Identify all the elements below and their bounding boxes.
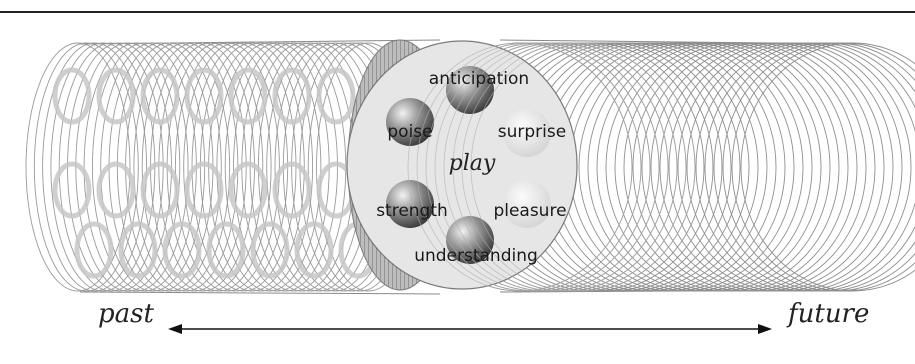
future-ring bbox=[740, 42, 915, 292]
future-ring bbox=[551, 42, 777, 292]
future-ring bbox=[722, 42, 915, 292]
past-coil-loops bbox=[52, 67, 378, 279]
coil-loop bbox=[162, 221, 202, 279]
label-surprise: surprise bbox=[498, 122, 566, 142]
past-ring bbox=[216, 42, 322, 292]
coil-loop bbox=[184, 161, 224, 219]
future-ring bbox=[560, 42, 786, 292]
anticipation-ball bbox=[446, 66, 494, 114]
future-ring bbox=[587, 42, 813, 292]
coil-loop bbox=[52, 67, 92, 125]
coil-loop bbox=[316, 67, 356, 125]
coil-loop bbox=[272, 161, 312, 219]
coil-loop bbox=[140, 67, 180, 125]
future-ring bbox=[668, 42, 894, 292]
coil-loop bbox=[228, 67, 268, 125]
past-ring bbox=[83, 42, 189, 292]
label-future: future bbox=[786, 299, 869, 329]
surprise-ball bbox=[503, 109, 551, 157]
strength-ball bbox=[386, 180, 434, 228]
past-ring bbox=[33, 42, 139, 292]
future-ring bbox=[650, 42, 876, 292]
future-ring bbox=[686, 42, 912, 292]
coil-loop bbox=[184, 67, 224, 125]
coil-loop bbox=[118, 221, 158, 279]
coil-loop bbox=[96, 161, 136, 219]
past-ring bbox=[174, 42, 280, 292]
label-understanding: understanding bbox=[414, 246, 538, 266]
label-anticipation: anticipation bbox=[429, 69, 529, 89]
coil-loop bbox=[250, 221, 290, 279]
past-ring bbox=[233, 42, 338, 292]
future-ring bbox=[569, 42, 795, 292]
coil-loop bbox=[96, 67, 136, 125]
coil-loop bbox=[294, 221, 334, 279]
future-ring bbox=[605, 42, 831, 292]
future-ring bbox=[641, 42, 867, 292]
future-ring bbox=[704, 42, 915, 292]
future-ring bbox=[659, 42, 885, 292]
future-ring bbox=[470, 42, 696, 292]
future-ring bbox=[632, 42, 858, 292]
future-rings-overlay bbox=[407, 42, 696, 292]
future-ring bbox=[695, 42, 915, 292]
label-pleasure: pleasure bbox=[493, 201, 566, 221]
future-ring bbox=[578, 42, 804, 292]
pleasure-ball bbox=[503, 180, 551, 228]
understanding-ball bbox=[446, 216, 494, 264]
coil-loop bbox=[228, 161, 268, 219]
coil-loop bbox=[272, 67, 312, 125]
label-poise: poise bbox=[387, 122, 432, 142]
label-play: play bbox=[449, 151, 496, 176]
coil-loop bbox=[140, 161, 180, 219]
past-ring bbox=[116, 42, 222, 292]
timeline-arrow bbox=[168, 324, 772, 334]
coil-loop bbox=[52, 161, 92, 219]
past-ring bbox=[158, 42, 264, 292]
poise-ball bbox=[386, 98, 434, 146]
future-ring bbox=[596, 42, 822, 292]
coil-loop bbox=[206, 221, 246, 279]
past-ring bbox=[42, 42, 148, 292]
past-ring bbox=[141, 42, 247, 292]
past-ring bbox=[25, 42, 131, 292]
future-ring bbox=[614, 42, 840, 292]
future-ring bbox=[677, 42, 903, 292]
past-ring bbox=[100, 42, 206, 292]
label-past: past bbox=[98, 299, 154, 329]
future-ring bbox=[623, 42, 849, 292]
coil-loop bbox=[74, 221, 114, 279]
label-strength: strength bbox=[376, 201, 448, 221]
